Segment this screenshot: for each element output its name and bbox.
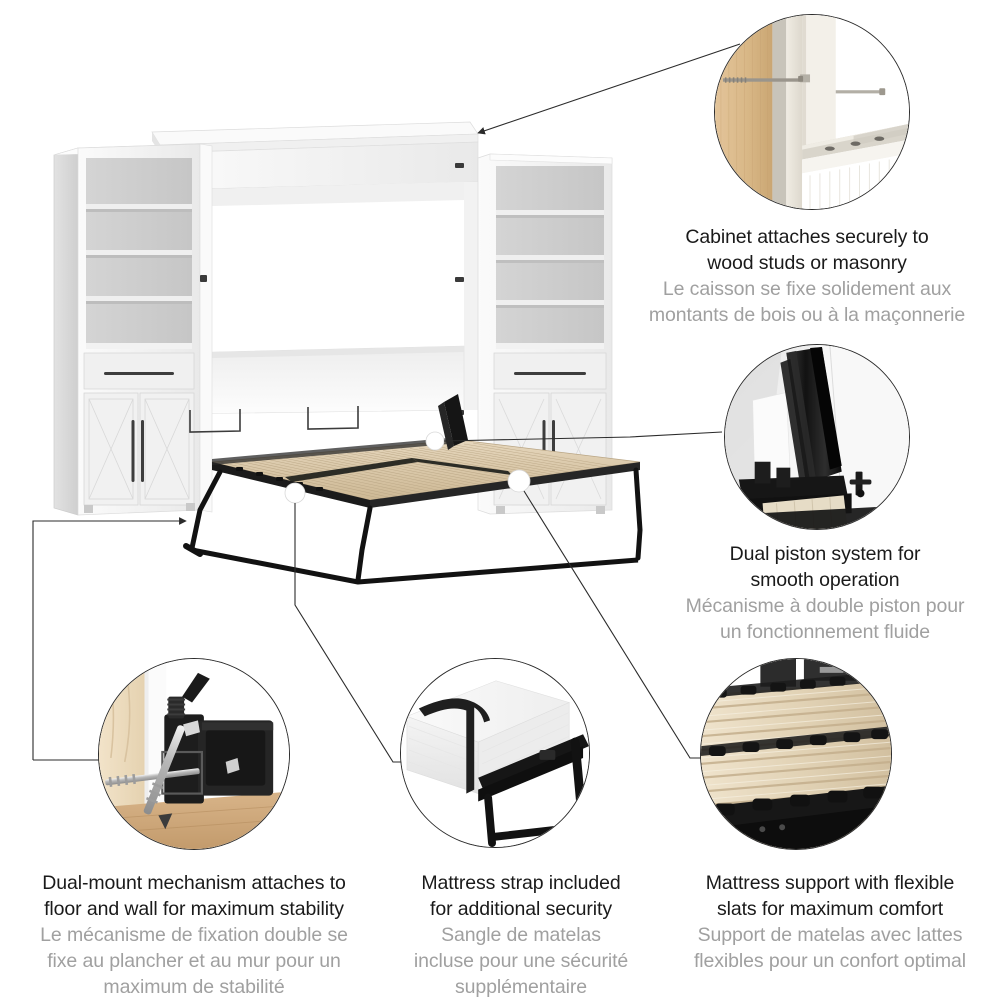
bed-support-legs <box>189 467 643 583</box>
mattress-retainer-brackets <box>189 406 359 433</box>
door-handle-right-icon <box>141 420 144 482</box>
dual-piston-photo <box>724 344 910 530</box>
leader-dual-mount <box>32 517 187 760</box>
left-bookcase-drawer[interactable] <box>83 352 195 390</box>
callout-strap-fr-line3: supplémentaire <box>455 976 587 998</box>
lag-screw-floor-icon <box>143 720 200 830</box>
callout-cabinet-attachment: Cabinet attaches securely to wood studs … <box>614 224 1000 328</box>
lag-screw-wall-icon <box>105 757 240 787</box>
callout-mount-en-line1: Dual-mount mechanism attaches to <box>42 872 346 894</box>
callout-piston-en-line2: smooth operation <box>750 569 900 591</box>
callout-mattress-strap: Mattress strap included for additional s… <box>372 870 670 1000</box>
dual-mount-hardware-photo <box>98 658 290 850</box>
left-bookcase-hinge-icon <box>200 275 207 282</box>
bed-front-crossbar <box>191 547 639 585</box>
wall-screw-secondary-icon <box>835 88 886 96</box>
callout-slats-fr-line1: Support de matelas avec lattes <box>697 924 963 946</box>
slat-holder-rail-top <box>701 670 891 699</box>
callout-piston-fr-line2: un fonctionnement fluide <box>719 621 931 643</box>
callout-dual-mount: Dual-mount mechanism attaches to floor a… <box>18 870 370 1000</box>
murphy-bed-product-illustration <box>53 121 643 585</box>
slat-holder-rail-middle <box>701 726 891 756</box>
gas-piston-icon <box>780 346 842 486</box>
dot-marker-piston <box>425 431 445 451</box>
flexible-slats-photo <box>700 658 892 850</box>
slat-holders-front <box>714 786 884 816</box>
callout-cabinet-fr-line2: montants de bois ou à la maçonnerie <box>648 304 966 326</box>
wall-screw-icon <box>722 75 804 83</box>
door-handle-left-icon <box>131 420 135 482</box>
callout-strap-en-line1: Mattress strap included <box>421 872 621 894</box>
callout-flexible-slats: Mattress support with flexible slats for… <box>664 870 996 974</box>
callout-piston-fr-line1: Mécanisme à double piston pour <box>685 595 965 617</box>
mount-bracket-icon <box>161 672 274 804</box>
callout-dual-piston: Dual piston system for smooth operation … <box>650 541 1000 645</box>
callout-mount-fr-line2: fixe au plancher et au mur pour un <box>47 950 341 972</box>
piston-arm <box>438 394 468 450</box>
left-bookcase-doors[interactable] <box>83 392 195 506</box>
callout-slats-en-line2: slats for maximum comfort <box>716 898 944 920</box>
callout-mount-fr-line3: maximum de stabilité <box>103 976 285 998</box>
callout-strap-fr-line2: incluse pour une sécurité <box>413 950 629 972</box>
callout-cabinet-en-line1: Cabinet attaches securely to <box>685 226 929 248</box>
callout-mount-en-line2: floor and wall for maximum stability <box>44 898 344 920</box>
left-bookcase <box>53 143 213 516</box>
right-bookcase-drawer[interactable] <box>493 352 607 390</box>
callout-slats-en-line1: Mattress support with flexible <box>705 872 955 894</box>
right-bookcase-shelves <box>496 210 604 349</box>
bed-cabinet <box>151 121 479 415</box>
leader-strap <box>294 503 412 763</box>
mattress-strap-icon <box>418 698 491 794</box>
leader-cabinet <box>477 43 741 135</box>
dot-marker-strap <box>284 482 306 504</box>
leader-piston <box>443 431 723 442</box>
dot-marker-slats <box>507 469 531 493</box>
right-bookcase <box>477 153 613 515</box>
left-bookcase-shelves <box>86 204 192 349</box>
piston-bracket-icon <box>849 471 872 498</box>
mattress-strap-photo <box>400 658 590 848</box>
callout-slats-fr-line2: flexibles pour un confort optimal <box>693 950 966 972</box>
callout-strap-fr-line1: Sangle de matelas <box>441 924 601 946</box>
cabinet-wall-attachment-photo <box>714 14 910 210</box>
callout-cabinet-en-line2: wood studs or masonry <box>707 252 907 274</box>
callout-mount-fr-line1: Le mécanisme de fixation double se <box>40 924 348 946</box>
callout-piston-en-line1: Dual piston system for <box>729 543 921 565</box>
callout-cabinet-fr-line1: Le caisson se fixe solidement aux <box>662 278 952 300</box>
callout-strap-en-line2: for additional security <box>430 898 612 920</box>
